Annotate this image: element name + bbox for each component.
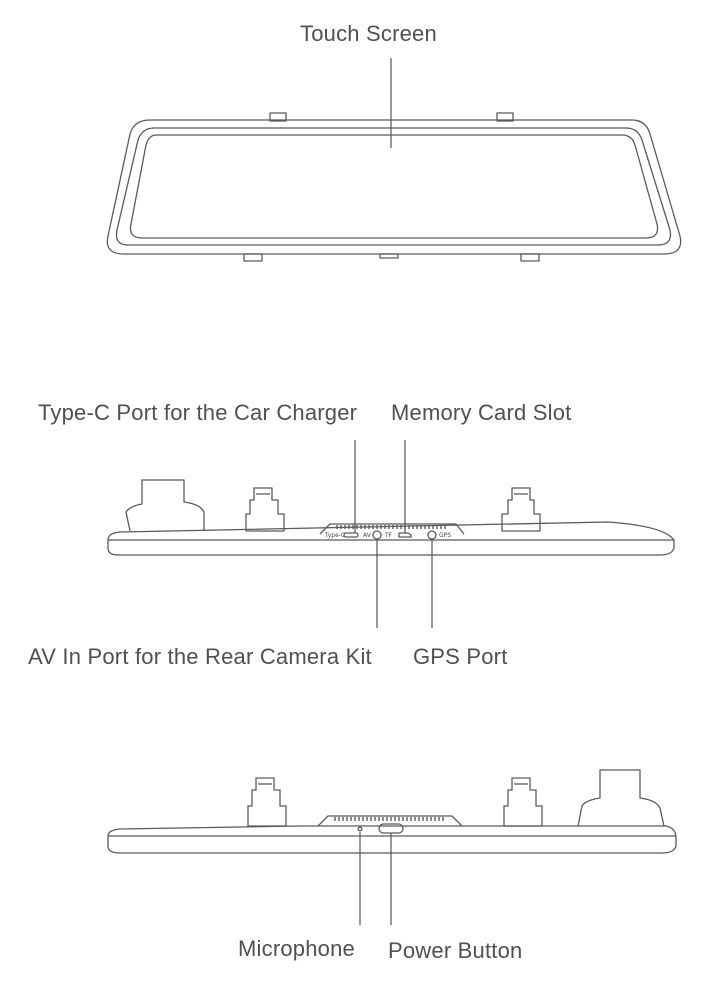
- vent-slats-top: [336, 525, 446, 529]
- tf-slot-icon: [398, 532, 412, 538]
- top-edge-view: [107, 479, 675, 556]
- microphone-hole-icon: [357, 826, 363, 832]
- top-clip-right: [496, 112, 514, 122]
- port-strip-recess: [319, 523, 465, 535]
- label-gps-port: GPS Port: [413, 644, 508, 669]
- mirror-top-edge-body: [107, 521, 675, 556]
- av-port-icon: [372, 530, 382, 540]
- gps-port-icon: [427, 530, 437, 540]
- power-button-shape: [378, 823, 404, 834]
- type-c-port-icon: [343, 532, 359, 538]
- type-c-mark: Type-C: [324, 532, 345, 539]
- bottom-strip-recess: [317, 815, 463, 827]
- label-memory-card-slot: Memory Card Slot: [391, 400, 572, 425]
- vent-slats-bottom: [334, 817, 444, 821]
- label-touch-screen: Touch Screen: [300, 21, 437, 46]
- strap-hook-right: [501, 487, 541, 532]
- strap-hook-left: [245, 487, 285, 532]
- mirror-bezel: [115, 127, 672, 246]
- label-microphone: Microphone: [238, 936, 355, 961]
- tf-mark: TF: [384, 532, 393, 539]
- top-clip-left: [269, 112, 287, 122]
- camera-mount-right: [577, 769, 665, 827]
- av-mark: AV: [363, 532, 372, 539]
- bottom-clip-left: [243, 253, 263, 262]
- strap-hook-right-bottom: [503, 777, 543, 827]
- mirror-outer-frame: [106, 119, 682, 255]
- touch-screen-area: [129, 134, 659, 239]
- bottom-clip-right: [520, 253, 540, 262]
- front-view-mirror: [106, 112, 682, 262]
- mirror-bottom-edge-body: [107, 825, 677, 854]
- bottom-edge-view: [107, 769, 677, 854]
- label-type-c-port: Type-C Port for the Car Charger: [38, 400, 358, 425]
- camera-mount: [125, 479, 205, 532]
- strap-hook-left-bottom: [247, 777, 287, 827]
- label-power-button: Power Button: [388, 938, 523, 963]
- label-av-in-port: AV In Port for the Rear Camera Kit: [28, 644, 372, 669]
- gps-mark: GPS: [439, 532, 451, 539]
